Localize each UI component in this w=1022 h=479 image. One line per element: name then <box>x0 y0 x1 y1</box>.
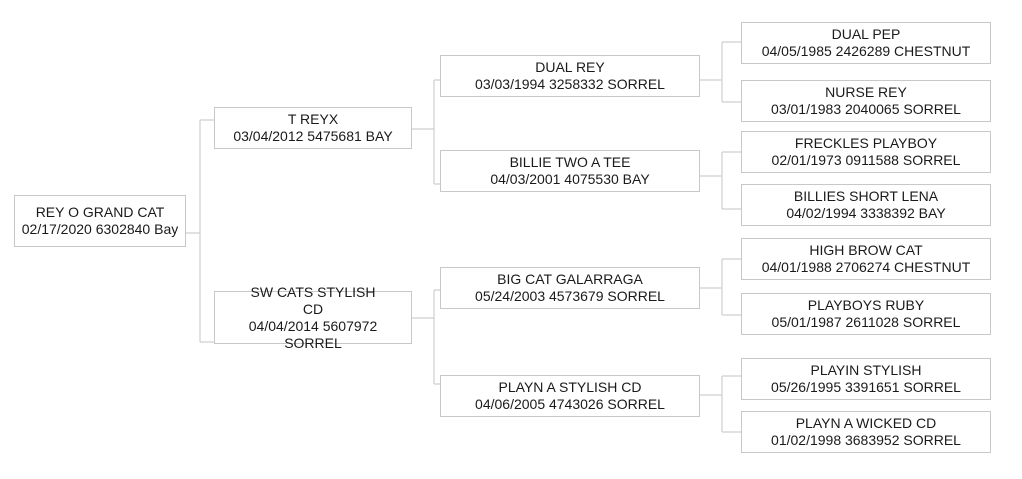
horse-details: 04/03/2001 4075530 BAY <box>490 171 650 187</box>
connector-dam <box>412 289 440 385</box>
pedigree-node-sss[interactable]: DUAL PEP 04/05/1985 2426289 CHESTNUT <box>741 22 991 64</box>
connector-ss <box>700 41 741 103</box>
horse-details: 03/04/2012 5475681 BAY <box>233 128 393 144</box>
horse-name: BIG CAT GALARRAGA <box>497 271 643 287</box>
horse-details: 02/01/1973 0911588 SORREL <box>771 152 961 168</box>
pedigree-node-dam-sire[interactable]: BIG CAT GALARRAGA 05/24/2003 4573679 SOR… <box>440 267 700 309</box>
connector-ds <box>700 258 741 316</box>
horse-name: HIGH BROW CAT <box>809 242 923 258</box>
pedigree-node-sire-dam[interactable]: BILLIE TWO A TEE 04/03/2001 4075530 BAY <box>440 150 700 192</box>
horse-name: SW CATS STYLISH CD <box>250 283 376 317</box>
pedigree-node-sdd[interactable]: BILLIES SHORT LENA 04/02/1994 3338392 BA… <box>741 184 991 226</box>
horse-name: PLAYN A WICKED CD <box>795 415 937 431</box>
pedigree-node-ssd[interactable]: NURSE REY 03/01/1983 2040065 SORREL <box>741 80 991 122</box>
horse-name: BILLIES SHORT LENA <box>793 188 939 204</box>
horse-name: BILLIE TWO A TEE <box>509 154 631 170</box>
horse-details: 05/26/1995 3391651 SORREL <box>771 379 961 395</box>
horse-name: FRECKLES PLAYBOY <box>794 135 938 151</box>
horse-details: 02/17/2020 6302840 Bay <box>21 221 179 237</box>
horse-details: 03/01/1983 2040065 SORREL <box>771 101 961 117</box>
connector-dd <box>700 375 741 433</box>
horse-name: T REYX <box>287 111 339 127</box>
pedigree-node-dam-dam[interactable]: PLAYN A STYLISH CD 04/06/2005 4743026 SO… <box>440 375 700 417</box>
horse-name: REY O GRAND CAT <box>35 204 165 220</box>
connector-sire <box>412 79 440 185</box>
pedigree-node-dsd[interactable]: PLAYBOYS RUBY 05/01/1987 2611028 SORREL <box>741 293 991 335</box>
horse-name: PLAYBOYS RUBY <box>807 297 925 313</box>
pedigree-node-sds[interactable]: FRECKLES PLAYBOY 02/01/1973 0911588 SORR… <box>741 131 991 173</box>
horse-details: 04/02/1994 3338392 BAY <box>786 205 946 221</box>
pedigree-node-dss[interactable]: HIGH BROW CAT 04/01/1988 2706274 CHESTNU… <box>741 238 991 280</box>
horse-name: DUAL REY <box>535 59 605 75</box>
horse-details: 04/01/1988 2706274 CHESTNUT <box>761 259 971 275</box>
pedigree-node-sire-sire[interactable]: DUAL REY 03/03/1994 3258332 SORREL <box>440 55 700 97</box>
horse-details: 01/02/1998 3683952 SORREL <box>771 432 961 448</box>
horse-details: 04/05/1985 2426289 CHESTNUT <box>761 43 971 59</box>
horse-name: PLAYN A STYLISH CD <box>498 379 642 395</box>
pedigree-node-ddd[interactable]: PLAYN A WICKED CD 01/02/1998 3683952 SOR… <box>741 411 991 453</box>
horse-details: 04/06/2005 4743026 SORREL <box>475 396 665 412</box>
connector-subject <box>186 119 214 343</box>
horse-details: 05/01/1987 2611028 SORREL <box>771 314 961 330</box>
horse-details: 03/03/1994 3258332 SORREL <box>475 76 665 92</box>
horse-name: DUAL PEP <box>831 26 901 42</box>
pedigree-node-dds[interactable]: PLAYIN STYLISH 05/26/1995 3391651 SORREL <box>741 358 991 400</box>
connector-sd <box>700 151 741 210</box>
pedigree-node-subject[interactable]: REY O GRAND CAT 02/17/2020 6302840 Bay <box>14 195 186 247</box>
horse-details: 04/04/2014 5607972 SORREL <box>248 317 378 351</box>
horse-name: PLAYIN STYLISH <box>810 362 922 378</box>
pedigree-node-sire[interactable]: T REYX 03/04/2012 5475681 BAY <box>214 107 412 149</box>
horse-name: NURSE REY <box>825 84 907 100</box>
horse-details: 05/24/2003 4573679 SORREL <box>475 288 665 304</box>
pedigree-node-dam[interactable]: SW CATS STYLISH CD 04/04/2014 5607972 SO… <box>214 284 412 351</box>
